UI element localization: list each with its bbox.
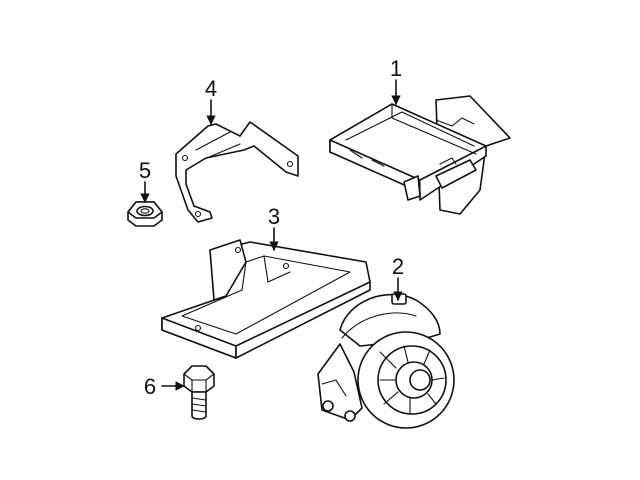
mounting-tray-part [161, 239, 371, 359]
callout-label-4: 4 [205, 76, 217, 101]
control-module-part [329, 95, 511, 215]
callout-label-3: 3 [268, 204, 280, 229]
bolt-part [183, 365, 215, 420]
callout-label-1: 1 [390, 56, 402, 81]
bracket-part [175, 121, 299, 223]
impact-sensor-part [317, 293, 455, 429]
callout-label-2: 2 [392, 254, 404, 279]
callout-label-6: 6 [144, 374, 156, 399]
callout-label-5: 5 [139, 158, 151, 183]
nut-part [127, 201, 163, 227]
